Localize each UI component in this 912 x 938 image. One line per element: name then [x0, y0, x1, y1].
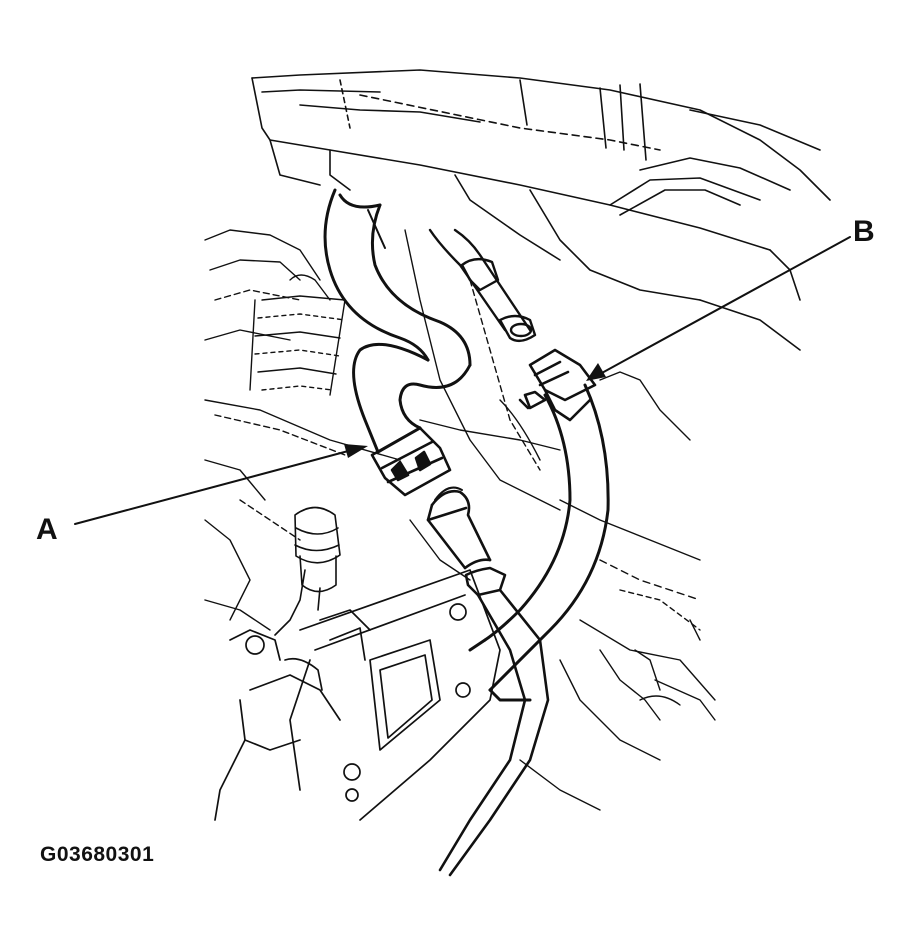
- arrowheads: [344, 363, 606, 458]
- sensor-plug: [274, 506, 341, 636]
- feed-pipe: [426, 486, 550, 877]
- hose-b: [468, 383, 610, 702]
- callout-label-b: B: [853, 215, 875, 248]
- chassis-right: [519, 371, 716, 811]
- callout-label-a: A: [36, 513, 58, 546]
- figure-code: G03680301: [40, 843, 155, 866]
- arrowhead-b: [586, 363, 606, 381]
- clamp-a: [370, 426, 452, 497]
- transmission-housing: [251, 69, 831, 351]
- case-outline-middle: [404, 229, 561, 581]
- leader-line-a: [74, 449, 353, 525]
- arrowhead-a: [344, 444, 368, 458]
- hose-a: [323, 188, 472, 454]
- leader-line-b: [599, 236, 851, 375]
- mounting-bracket: [214, 569, 501, 821]
- engine-block-left: [204, 229, 401, 631]
- upper-fitting: [428, 228, 537, 343]
- leader-lines: [74, 236, 851, 525]
- clamp-b: [518, 348, 597, 422]
